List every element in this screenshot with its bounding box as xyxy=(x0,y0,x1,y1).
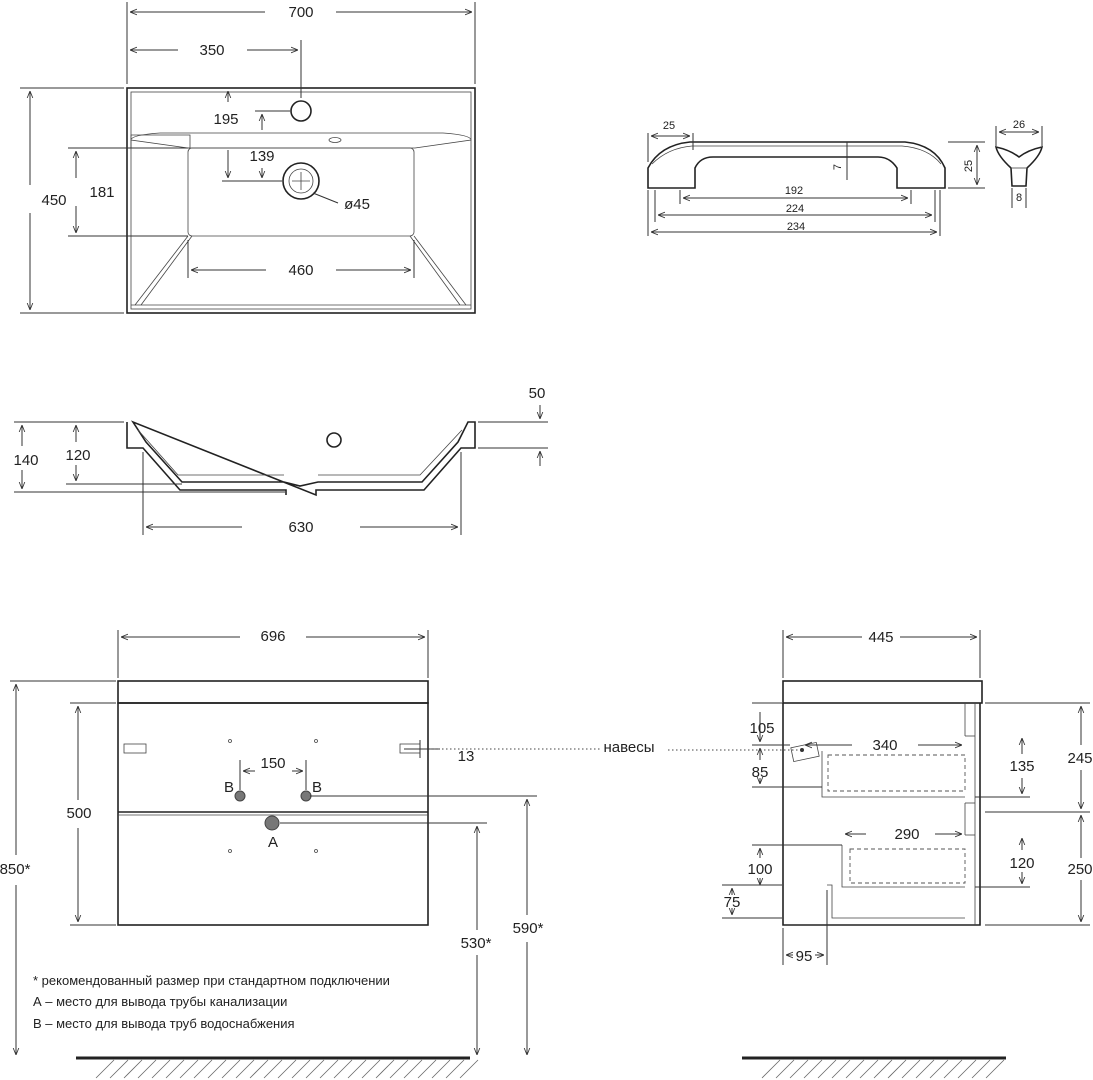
cabinet-front-view: B B A 696 150 13 навесы 500 850* xyxy=(0,628,800,1079)
dim-total-length: 234 xyxy=(787,221,805,233)
dim-bowl-depth: 181 xyxy=(89,184,114,201)
dim-drawer-bottom-depth: 290 xyxy=(894,826,919,843)
drawer-top-box xyxy=(827,754,966,792)
note-b: В – место для вывода труб водоснабжения xyxy=(33,1016,295,1031)
basin-top-view: 700 350 450 195 139 181 ø45 xyxy=(20,2,476,314)
drain-inner xyxy=(288,168,314,194)
hinge-side xyxy=(790,741,820,763)
dim-tap-offset: 195 xyxy=(213,111,238,128)
handle-drawing: 25 25 7 192 224 234 26 8 xyxy=(647,119,1044,236)
dim-handle-end: 25 xyxy=(663,120,675,132)
dim-plinth-depth: 95 xyxy=(796,948,813,965)
dim-drawer-bottom-offset: 100 xyxy=(747,861,772,878)
dim-drain-diameter: ø45 xyxy=(344,196,370,213)
dim-height-b: 590* xyxy=(513,920,544,937)
dim-drain-offset: 139 xyxy=(249,148,274,165)
dim-cabinet-height: 500 xyxy=(66,805,91,822)
dim-half-width: 350 xyxy=(199,42,224,59)
dim-bowl-height: 120 xyxy=(65,447,90,464)
dim-hole-spacing: 192 xyxy=(785,185,803,197)
dim-inner-length: 224 xyxy=(786,203,804,215)
water-pipe-b-right xyxy=(300,790,312,802)
dim-hinge-offset: 13 xyxy=(458,748,475,765)
dim-profile-width: 26 xyxy=(1013,119,1025,131)
dim-rim-height: 50 xyxy=(529,385,546,402)
dim-width: 700 xyxy=(288,4,313,21)
dim-total-height: 140 xyxy=(13,452,38,469)
label-b-left: B xyxy=(224,779,234,796)
dim-handle-height: 25 xyxy=(963,160,975,172)
dim-top-offset: 105 xyxy=(749,720,774,737)
bowl-bottom xyxy=(187,147,415,237)
drain-pipe-a xyxy=(264,815,280,831)
dim-drawer-bottom-inner: 120 xyxy=(1009,855,1034,872)
dim-profile-base: 8 xyxy=(1016,192,1022,204)
drain-outer xyxy=(282,162,320,200)
dim-grip-thickness: 7 xyxy=(832,164,844,170)
dim-depth: 450 xyxy=(41,192,66,209)
dim-drawer-top-depth: 340 xyxy=(872,737,897,754)
tap-hole xyxy=(290,100,312,122)
dim-install-height: 850* xyxy=(0,861,31,878)
dim-cabinet-width: 696 xyxy=(260,628,285,645)
label-a: A xyxy=(268,834,278,851)
dim-drawer-top-height: 85 xyxy=(752,764,769,781)
note-a: А – место для вывода трубы канализации xyxy=(33,994,287,1009)
dim-inner-width: 630 xyxy=(288,519,313,536)
overflow-section xyxy=(326,432,342,448)
dim-plinth-height: 75 xyxy=(724,894,741,911)
dim-front-top: 245 xyxy=(1067,750,1092,767)
dim-pipe-spacing: 150 xyxy=(260,755,285,772)
dim-front-bottom: 250 xyxy=(1067,861,1092,878)
dim-bowl-width: 460 xyxy=(288,262,313,279)
cabinet-side-view: 445 340 105 85 135 245 290 100 xyxy=(722,629,1093,1079)
note-asterisk: * рекомендованный размер при стандартном… xyxy=(33,973,390,988)
dim-cabinet-depth: 445 xyxy=(868,629,893,646)
dim-drawer-top-inner: 135 xyxy=(1009,758,1034,775)
label-b-right: B xyxy=(312,779,322,796)
hinge-left xyxy=(123,743,147,754)
basin-top-front xyxy=(117,680,429,704)
dim-height-a: 530* xyxy=(461,935,492,952)
label-hinges: навесы xyxy=(603,739,654,756)
cabinet-body-front xyxy=(117,702,429,926)
basin-top-side xyxy=(782,680,983,704)
overflow-hole xyxy=(328,137,342,143)
basin-side-view: 50 140 120 630 xyxy=(13,385,548,536)
water-pipe-b-left xyxy=(234,790,246,802)
drawer-bottom-box xyxy=(849,848,966,884)
